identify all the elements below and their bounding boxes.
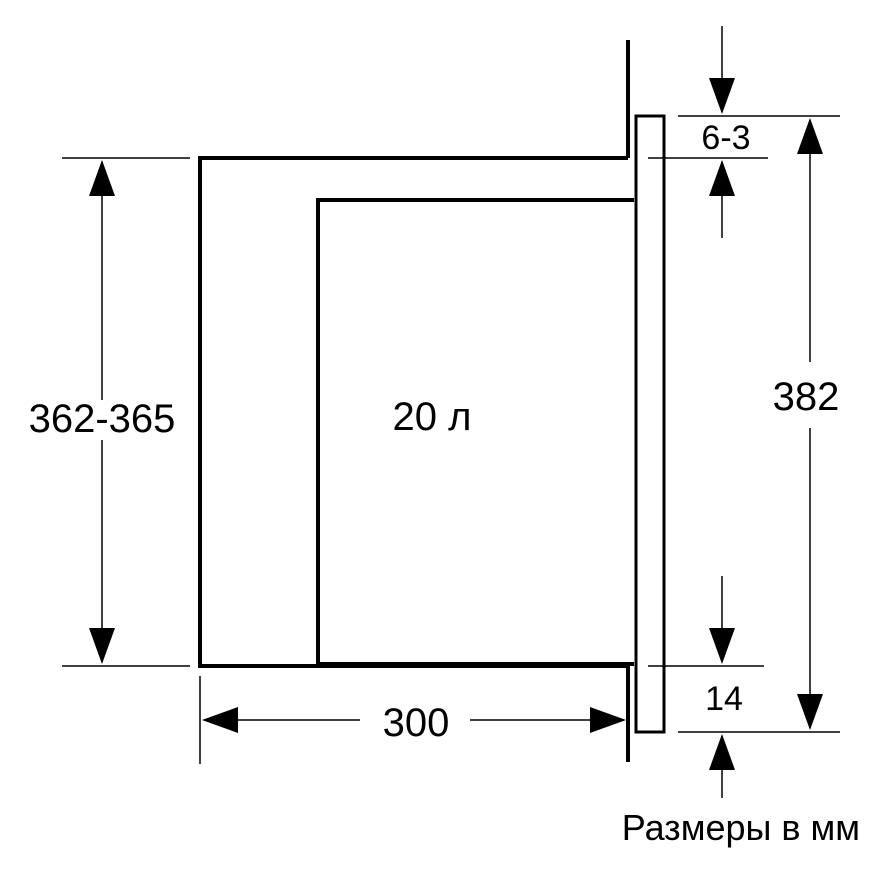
front-frame xyxy=(634,114,666,734)
arrowhead-down-icon xyxy=(709,628,735,664)
bottom-offset-label: 14 xyxy=(705,680,743,718)
appliance-body xyxy=(316,198,634,666)
volume-label: 20 л xyxy=(393,395,472,439)
arrowhead-left-icon xyxy=(202,707,238,733)
arrowhead-down-icon xyxy=(89,628,115,664)
arrowhead-up-icon xyxy=(797,118,823,154)
arrowhead-right-icon xyxy=(590,707,626,733)
units-caption: Размеры в мм xyxy=(622,807,860,848)
frame-height-label: 382 xyxy=(773,375,840,419)
arrowhead-down-icon xyxy=(797,694,823,730)
cabinet-height-label: 362-365 xyxy=(29,397,176,441)
arrowhead-up-icon xyxy=(709,734,735,770)
arrowhead-up-icon xyxy=(89,160,115,196)
arrowhead-up-icon xyxy=(709,160,735,196)
top-gap-label: 6-3 xyxy=(701,119,750,157)
depth-label: 300 xyxy=(383,701,450,745)
arrowhead-down-icon xyxy=(709,78,735,114)
